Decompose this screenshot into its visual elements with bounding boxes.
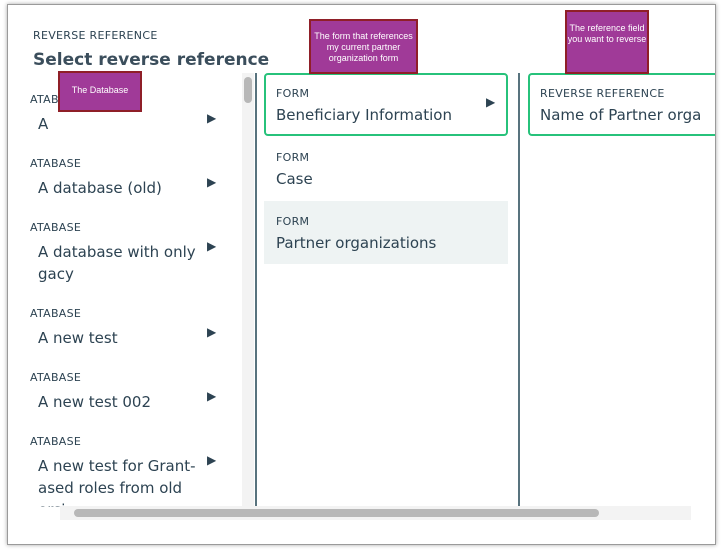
database-kicker: ATABASE [30,221,82,234]
annotation-database: The Database [58,71,142,112]
expand-arrow-icon: ▶ [207,453,217,467]
form-kicker: FORM [276,215,310,228]
database-name: A database (old) [38,179,162,197]
scrollbar-thumb[interactable] [74,509,599,517]
form-item-partner-organizations[interactable]: FORM Partner organizations [264,201,508,264]
column-divider [255,73,257,507]
expand-arrow-icon: ▶ [207,175,217,189]
form-kicker: FORM [276,87,310,100]
database-name: A database with only gacy [38,243,196,283]
horizontal-scrollbar[interactable] [60,506,691,520]
reverse-reference-dialog: REVERSE REFERENCE Select reverse referen… [7,4,716,545]
expand-arrow-icon: ▶ [207,325,217,339]
expand-arrow-icon: ▶ [207,239,217,253]
database-name: A new test 002 [38,393,152,411]
reference-name: Name of Partner orga [540,106,702,124]
panel-title: Select reverse reference [33,50,270,70]
database-list-scrollbar[interactable] [242,73,254,507]
form-item-beneficiary-information[interactable]: FORM Beneficiary Information ▶ [264,73,508,136]
database-kicker: ATABASE [30,435,82,448]
database-kicker: ATABASE [30,371,82,384]
reference-kicker: REVERSE REFERENCE [540,87,665,100]
form-name: Partner organizations [276,234,437,252]
database-name: A new test for Grant- ased roles from ol… [38,457,196,507]
reverse-reference-item[interactable]: REVERSE REFERENCE Name of Partner orga [528,73,715,136]
database-list: ATABASE A ▶ ATABASE A database (old) ▶ A… [8,73,241,507]
expand-arrow-icon: ▶ [207,389,217,403]
expand-arrow-icon: ▶ [486,95,496,109]
form-kicker: FORM [276,151,310,164]
form-item-case[interactable]: FORM Case [264,137,508,200]
annotation-form: The form that references my current part… [309,19,418,74]
database-kicker: ATABASE [30,157,82,170]
panel-label: REVERSE REFERENCE [33,29,158,42]
database-name: A new test [38,329,118,347]
database-name: A [38,115,49,133]
scrollbar-thumb[interactable] [244,77,252,103]
database-kicker: ATABASE [30,307,82,320]
expand-arrow-icon: ▶ [207,111,217,125]
column-divider [518,73,520,507]
annotation-reference: The reference field you want to reverse [565,10,649,74]
form-name: Case [276,170,313,188]
form-name: Beneficiary Information [276,106,452,124]
